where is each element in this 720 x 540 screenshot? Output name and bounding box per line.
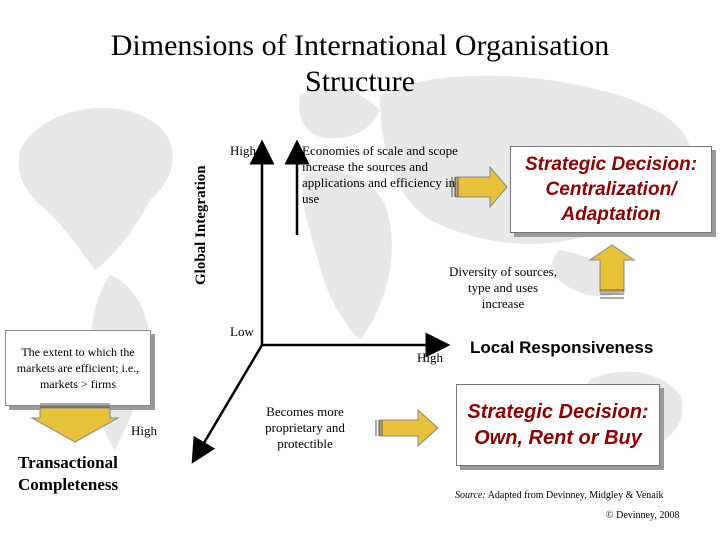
strategic-decision-own-rent-buy-text: Strategic Decision: Own, Rent or Buy: [467, 401, 649, 449]
copyright-notice: © Devinney, 2008: [606, 510, 680, 521]
block-arrow-stripes-top: [451, 177, 459, 197]
strategic-decision-own-rent-buy-box: Strategic Decision: Own, Rent or Buy: [456, 384, 660, 466]
block-arrow-stripes-bottom: [375, 420, 383, 436]
source-label: Source:: [455, 490, 486, 501]
page-title: Dimensions of International Organisation…: [110, 29, 610, 98]
block-arrow-down: [30, 407, 120, 443]
economies-note: Economies of scale and scope increase th…: [302, 143, 458, 206]
transactional-completeness-axis-label: Transactional Completeness: [18, 453, 119, 494]
strategic-decision-centralization-box: Strategic Decision: Centralization/ Adap…: [510, 146, 712, 233]
proprietary-note: Becomes more proprietary and protectible: [265, 404, 345, 451]
block-arrow-stripes-up: [600, 289, 624, 299]
diagonal-axis-high-label: High: [131, 423, 157, 438]
source-text: Adapted from Devinney, Midgley & Venaik: [487, 490, 664, 501]
block-arrow-up: [588, 244, 636, 293]
origin-low-label: Low: [230, 324, 254, 339]
block-arrow-right-top: [455, 165, 508, 209]
markets-efficiency-text: The extent to which the markets are effi…: [16, 345, 140, 391]
source-citation: Source: Adapted from Devinney, Midgley &…: [455, 490, 663, 501]
local-responsiveness-axis-label: Local Responsiveness: [470, 338, 654, 357]
strategic-decision-centralization-text: Strategic Decision: Centralization/ Adap…: [524, 154, 698, 225]
block-arrow-right-bottom: [379, 408, 439, 448]
diversity-note: Diversity of sources, type and uses incr…: [449, 264, 557, 311]
markets-efficiency-box: The extent to which the markets are effi…: [5, 330, 151, 406]
transactional-completeness-axis-arrow: [191, 344, 264, 464]
block-arrow-stripes-down: [40, 403, 110, 408]
